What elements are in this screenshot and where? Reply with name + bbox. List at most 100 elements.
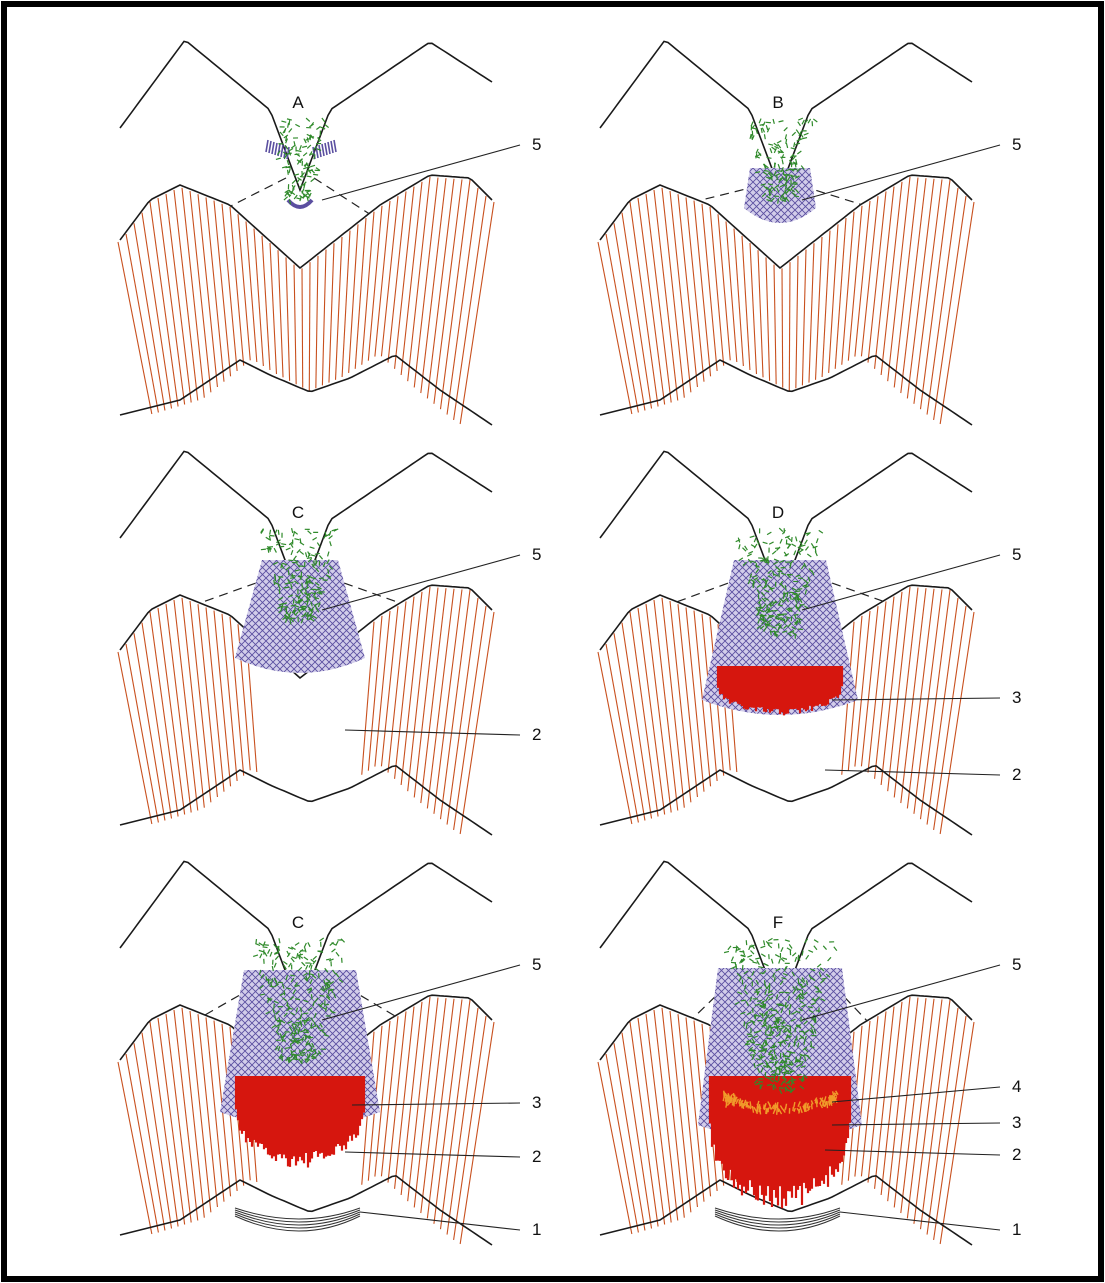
- bacteria-strand: [768, 938, 772, 940]
- dentin-tubule: [460, 202, 494, 424]
- bacteria-strand: [284, 197, 288, 200]
- bacteria-strand: [261, 549, 266, 550]
- bacteria-strand: [779, 1088, 784, 1089]
- dentin-tubule: [322, 250, 326, 386]
- callout-label-5: 5: [1012, 135, 1021, 154]
- bacteria-strand: [782, 159, 783, 164]
- enamel-lesion: [744, 168, 816, 223]
- dentin-tubule: [861, 196, 878, 356]
- bacteria-strand: [292, 528, 293, 533]
- bacteria-strand: [805, 546, 808, 550]
- dentin-tubule: [782, 268, 783, 387]
- bacteria-strand: [275, 956, 278, 960]
- bacteria-strand: [750, 951, 753, 955]
- bacteria-strand: [300, 566, 305, 567]
- bacteria-strand: [319, 555, 322, 559]
- bacteria-strand: [785, 992, 790, 993]
- bacteria-strand: [795, 957, 797, 962]
- bacteria-strand: [304, 957, 308, 960]
- dentin-tubule: [388, 191, 406, 362]
- bacteria-strand: [326, 959, 331, 960]
- dentin-tubule: [702, 204, 717, 371]
- dentin-front-stroke: [785, 1107, 786, 1110]
- bacteria-strand: [781, 947, 783, 952]
- bacteria-strand: [785, 1002, 786, 1007]
- bacteria-strand: [304, 139, 306, 143]
- bacteria-strand: [724, 951, 729, 952]
- dentin-tubule: [630, 1022, 658, 1227]
- dentin-tubule: [336, 237, 342, 380]
- bacteria-strand: [761, 946, 766, 948]
- bacteria-strand: [798, 978, 799, 983]
- dentin-tubule: [150, 202, 178, 407]
- dentin-tubule: [302, 268, 303, 387]
- bacteria-strand: [274, 548, 276, 552]
- bacteria-strand: [298, 576, 303, 577]
- dentin-tubule: [901, 588, 926, 803]
- dentin-tubule: [686, 607, 704, 791]
- enamel-mark: [325, 143, 327, 155]
- bacteria-strand: [308, 531, 312, 534]
- dentin-tubule: [454, 606, 486, 830]
- bacteria-strand: [306, 118, 310, 121]
- dentin-tubule: [126, 1054, 158, 1233]
- dentin-tubule: [166, 1014, 191, 1223]
- dentin-tubule: [920, 1000, 950, 1229]
- bacteria-strand: [330, 541, 331, 546]
- dentin-tubule: [134, 633, 165, 820]
- bacteria-strand: [750, 1055, 755, 1056]
- bacteria-strand: [749, 959, 753, 962]
- bacteria-strand: [775, 1026, 780, 1027]
- bacteria-strand: [779, 1069, 780, 1074]
- dentin-tubule: [447, 598, 478, 825]
- panel-d: D532: [598, 451, 1021, 835]
- dentin-tubule: [158, 608, 185, 815]
- bacteria-strand: [813, 119, 817, 122]
- dentin-tubule: [598, 242, 632, 414]
- callout-label-5: 5: [1012, 955, 1021, 974]
- dentin-tubule: [421, 178, 446, 393]
- bacteria-strand: [286, 167, 291, 168]
- bacteria-strand: [295, 1038, 300, 1039]
- bacteria-strand: [785, 134, 786, 139]
- dentin-front-stroke: [742, 1103, 743, 1108]
- bacteria-strand: [292, 180, 296, 184]
- bacteria-strand: [293, 599, 294, 604]
- bacteria-strand: [300, 551, 304, 554]
- bacteria-strand: [270, 952, 272, 957]
- dentin-tubule: [646, 604, 671, 813]
- bacteria-strand: [754, 544, 757, 548]
- dentin-front-stroke: [777, 1102, 778, 1105]
- lesion-guide-line-left: [231, 178, 286, 206]
- bacteria-strand: [284, 128, 286, 133]
- bacteria-strand: [792, 953, 796, 956]
- callout-label-2: 2: [532, 1147, 541, 1166]
- bacteria-strand: [811, 543, 814, 547]
- bacteria-strand: [796, 536, 797, 541]
- bacteria-strand: [320, 938, 324, 941]
- bacteria-strand: [764, 164, 765, 169]
- bacteria-strand: [743, 950, 744, 955]
- dentin-tubule: [638, 608, 665, 815]
- bacteria-strand: [767, 556, 768, 561]
- bacterial-plaque: [276, 118, 329, 204]
- bacteria-strand: [301, 1055, 306, 1056]
- bacteria-strand: [253, 955, 258, 957]
- dentin-tubule: [158, 1018, 185, 1225]
- bacteria-strand: [300, 538, 301, 543]
- bacteria-strand: [291, 958, 294, 962]
- dentin-tubule: [440, 180, 470, 409]
- reparative-lamella: [235, 1210, 360, 1222]
- bacteria-strand: [802, 120, 804, 124]
- bacteria-strand: [758, 967, 763, 968]
- dentin-tubule: [454, 196, 486, 420]
- dentin-front-stroke: [743, 1103, 744, 1106]
- bacteria-strand: [728, 946, 731, 950]
- dentin-tubule: [118, 652, 152, 824]
- bacteria-strand: [777, 175, 778, 180]
- bacteria-strand: [798, 955, 799, 960]
- dentin-tubule: [622, 213, 652, 409]
- bacteria-strand: [751, 545, 755, 548]
- bacteria-strand: [749, 945, 751, 950]
- dentin-tubule: [381, 606, 398, 766]
